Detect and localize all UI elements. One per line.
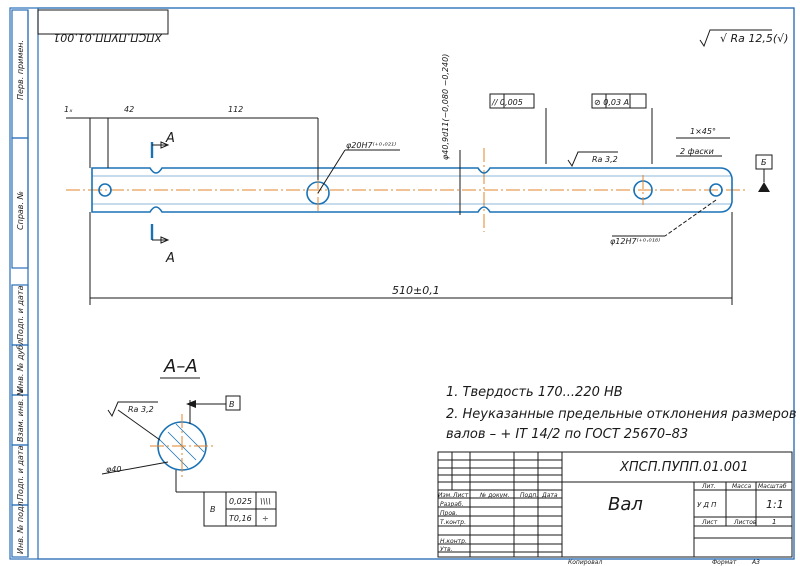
tb-massa: Масса [732,483,751,490]
title-block: ХПСП.ПУПП.01.001 Вал Изм. Лист № докум. … [437,451,793,558]
tb-razrab: Разраб. [440,501,464,508]
roughness-sign [699,29,772,48]
top-dimensions: 1ₓ 42 112 [64,105,319,180]
tb-name: Вал [608,494,643,515]
tol2-val: Т0,16 [229,514,252,523]
tol1-val: 0,025 [229,497,252,506]
tb-col-sign: Подп. [520,492,538,499]
tb-format-val: А3 [751,559,760,566]
base-b: Б [761,158,767,167]
tb-utv: Утв. [440,546,453,553]
svg-text:÷: ÷ [262,514,269,523]
base-b-triangle [758,182,770,192]
stamp-vzam: Взам. инв. № [16,388,25,442]
dim-hole20: φ20H7⁽⁺⁰·⁰²¹⁾ [346,141,396,150]
note-2: 2. Неуказанные предельные отклонения раз… [446,407,797,422]
roughness-general: √ Ra 12,5(√) [720,32,788,45]
tb-masshtab: Масштаб [758,483,787,490]
tb-prov: Пров. [440,510,458,517]
note-1: 1. Твердость 170...220 HB [446,385,623,400]
dim-hole12: φ12H7⁽⁺⁰·⁰¹⁸⁾ [610,237,660,246]
dim-d2: 42 [124,105,134,114]
stamp-sprav: Справ. № [16,191,25,230]
runout-tolerance: ⊘ 0,03 А [591,93,653,164]
tb-col-izm: Изм. [438,492,452,499]
stamp-perv: Перв. примен. [16,40,25,100]
tb-col-list: Лист [452,492,469,499]
code-box [37,9,169,35]
dim-d3: 112 [228,105,243,114]
tb-col-doc: № докум. [479,492,510,499]
dim-length: 510±0,1 [392,284,440,297]
shaft-outline [91,167,733,213]
tb-listov: Листов [733,519,757,526]
tb-scale: 1:1 [766,498,784,511]
stamp-podp1: Подп. и дата [16,285,25,340]
dim-d1: 1ₓ [64,105,73,114]
section-mark-bottom: А [165,251,175,266]
tol-runout: ⊘ 0,03 А [594,98,629,107]
section-title: А–А [163,356,198,377]
hole-left [98,183,112,197]
ra32-top: Ra 3,2 [592,155,618,164]
chamfer-note: 2 фаски [680,147,714,156]
svg-text:\\\\: \\\\ [260,497,271,506]
section-cut-marks: А А [150,131,175,266]
section-diam: φ40 [106,465,121,474]
stamp-podp2: Подп. и дата [16,445,25,500]
hole20-leader [317,149,346,194]
tb-kopiroval: Копировал [568,559,602,566]
ra32-sign [567,151,618,168]
tb-format: Формат [712,559,737,566]
section-view: А–А В Ra 3,2 φ40 В 0,025 Т0,16 \\\\ ÷ [101,356,277,527]
tb-lit: Лит. [701,483,716,490]
tb-col-date: Дата [541,492,558,499]
tb-list: Лист [701,519,718,526]
dim-neck: φ40,9d11(−0,080 −0,240) [441,54,450,160]
section-ra: Ra 3,2 [128,405,154,414]
mirrored-code: ХПСП.ПУПП.01.001 [53,31,163,44]
section-base-v: В [229,400,235,409]
note-3: валов – + IT 14/2 по ГОСТ 25670–83 [446,427,688,442]
section-mark-top: А [165,131,175,146]
parallel-tolerance: // 0,005 [489,93,547,164]
hole-12 [709,183,723,197]
tb-lit-cells: У Д П [697,501,717,509]
tb-nkontr: Н.контр. [440,538,467,545]
tb-listov-val: 1 [772,518,776,526]
chamfer: 1×45° [690,127,716,136]
tol-base-v: В [210,505,216,514]
hole12-leader [664,199,717,237]
stamp-dubl: Инв. № дубл. [16,337,25,392]
side-stamp: Перв. примен. Справ. № Подп. и дата Инв.… [11,9,29,558]
inner-frame [37,7,795,560]
tol-parallel: // 0,005 [491,98,523,107]
tb-tkontr: Т.контр. [440,519,466,526]
tb-code: ХПСП.ПУПП.01.001 [619,460,749,475]
stamp-podl: Инв. № подл. [16,499,25,554]
